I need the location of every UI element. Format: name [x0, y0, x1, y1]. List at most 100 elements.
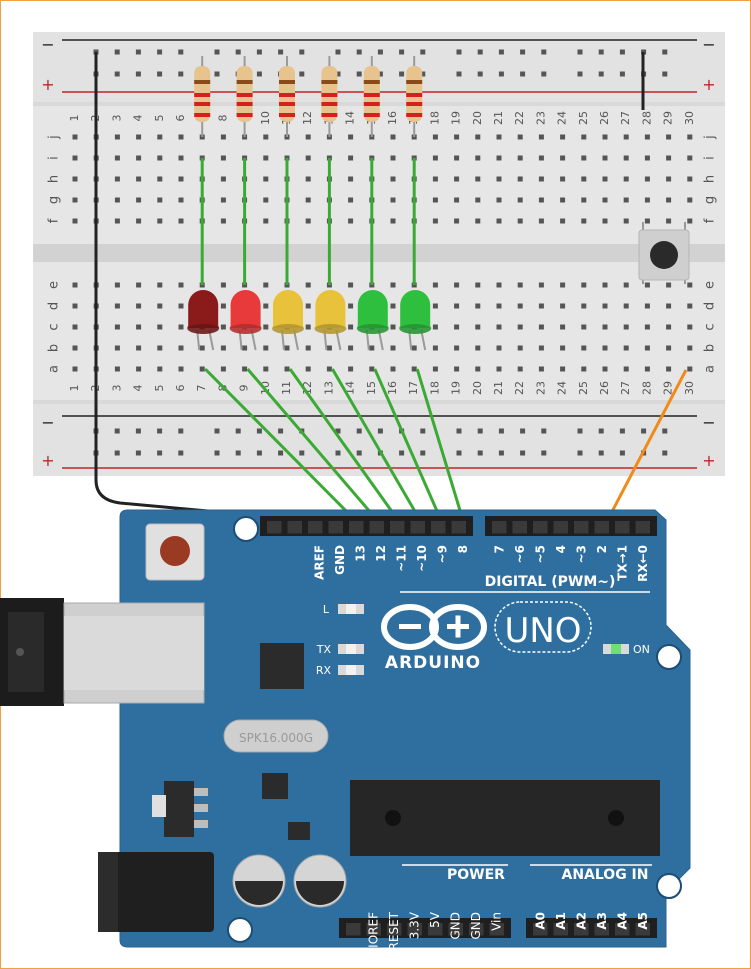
breadboard-hole[interactable] [475, 345, 481, 351]
breadboard-hole[interactable] [157, 324, 163, 330]
header-pin[interactable] [349, 521, 364, 534]
breadboard-hole[interactable] [72, 303, 78, 309]
rail-hole[interactable] [278, 428, 284, 434]
breadboard-hole[interactable] [348, 134, 354, 140]
breadboard-hole[interactable] [560, 282, 566, 288]
breadboard-hole[interactable] [687, 303, 693, 309]
breadboard-hole[interactable] [496, 134, 502, 140]
breadboard-hole[interactable] [114, 366, 120, 372]
header-pin[interactable] [428, 923, 443, 936]
breadboard-hole[interactable] [390, 176, 396, 182]
breadboard-hole[interactable] [390, 155, 396, 161]
breadboard-hole[interactable] [623, 155, 629, 161]
breadboard-hole[interactable] [475, 197, 481, 203]
rail-hole[interactable] [520, 428, 526, 434]
breadboard-hole[interactable] [220, 197, 226, 203]
breadboard-hole[interactable] [114, 345, 120, 351]
breadboard-hole[interactable] [263, 218, 269, 224]
breadboard-hole[interactable] [263, 303, 269, 309]
breadboard-hole[interactable] [305, 366, 311, 372]
header-pin[interactable] [635, 923, 651, 936]
breadboard-hole[interactable] [560, 134, 566, 140]
breadboard-hole[interactable] [644, 366, 650, 372]
breadboard-hole[interactable] [348, 324, 354, 330]
breadboard-hole[interactable] [263, 197, 269, 203]
rail-hole[interactable] [420, 71, 426, 77]
breadboard-hole[interactable] [538, 155, 544, 161]
breadboard-hole[interactable] [560, 197, 566, 203]
breadboard-hole[interactable] [72, 197, 78, 203]
rail-hole[interactable] [541, 450, 547, 456]
breadboard-hole[interactable] [305, 282, 311, 288]
rail-hole[interactable] [256, 450, 262, 456]
breadboard-hole[interactable] [581, 218, 587, 224]
rail-hole[interactable] [598, 428, 604, 434]
breadboard-hole[interactable] [136, 282, 142, 288]
breadboard-hole[interactable] [454, 176, 460, 182]
breadboard-hole[interactable] [623, 197, 629, 203]
breadboard-hole[interactable] [305, 345, 311, 351]
breadboard-hole[interactable] [72, 176, 78, 182]
rail-hole[interactable] [477, 49, 483, 55]
breadboard-hole[interactable] [623, 324, 629, 330]
breadboard-hole[interactable] [178, 303, 184, 309]
breadboard-hole[interactable] [666, 282, 672, 288]
breadboard-hole[interactable] [220, 134, 226, 140]
led-red[interactable] [229, 290, 262, 351]
signal-wire[interactable] [415, 368, 467, 528]
breadboard-hole[interactable] [157, 303, 163, 309]
header-pin[interactable] [635, 521, 651, 534]
breadboard-hole[interactable] [560, 324, 566, 330]
rail-hole[interactable] [356, 71, 362, 77]
breadboard-hole[interactable] [178, 155, 184, 161]
breadboard-hole[interactable] [220, 303, 226, 309]
breadboard-hole[interactable] [496, 366, 502, 372]
breadboard-hole[interactable] [178, 218, 184, 224]
breadboard-hole[interactable] [263, 134, 269, 140]
breadboard-hole[interactable] [432, 345, 438, 351]
breadboard-hole[interactable] [517, 303, 523, 309]
rail-hole[interactable] [498, 49, 504, 55]
breadboard-hole[interactable] [581, 197, 587, 203]
header-pin[interactable] [431, 521, 446, 534]
header-pin[interactable] [615, 521, 630, 534]
header-pin[interactable] [489, 923, 505, 936]
header-pin[interactable] [448, 923, 464, 936]
breadboard-hole[interactable] [581, 345, 587, 351]
header-pin[interactable] [410, 521, 426, 534]
resistor[interactable] [194, 56, 211, 137]
rail-hole[interactable] [662, 450, 668, 456]
rail-hole[interactable] [214, 49, 220, 55]
breadboard-hole[interactable] [305, 155, 311, 161]
breadboard-hole[interactable] [538, 176, 544, 182]
rail-hole[interactable] [299, 49, 305, 55]
breadboard-hole[interactable] [178, 324, 184, 330]
breadboard-hole[interactable] [687, 345, 693, 351]
breadboard-hole[interactable] [538, 303, 544, 309]
breadboard-hole[interactable] [623, 134, 629, 140]
rail-hole[interactable] [619, 428, 625, 434]
breadboard-hole[interactable] [242, 345, 248, 351]
rail-hole[interactable] [541, 428, 547, 434]
rail-hole[interactable] [577, 71, 583, 77]
rail-hole[interactable] [662, 49, 668, 55]
breadboard-hole[interactable] [538, 218, 544, 224]
breadboard-hole[interactable] [136, 155, 142, 161]
breadboard-hole[interactable] [72, 282, 78, 288]
breadboard-hole[interactable] [687, 218, 693, 224]
header-pin[interactable] [492, 521, 507, 534]
rail-hole[interactable] [278, 450, 284, 456]
breadboard-hole[interactable] [623, 303, 629, 309]
breadboard-hole[interactable] [114, 197, 120, 203]
header-pin[interactable] [533, 521, 548, 534]
breadboard-hole[interactable] [517, 197, 523, 203]
rail-hole[interactable] [477, 428, 483, 434]
breadboard-hole[interactable] [560, 176, 566, 182]
breadboard-hole[interactable] [581, 282, 587, 288]
breadboard-hole[interactable] [220, 176, 226, 182]
rail-hole[interactable] [598, 450, 604, 456]
breadboard-hole[interactable] [517, 324, 523, 330]
rail-hole[interactable] [214, 450, 220, 456]
led-green-2[interactable] [399, 290, 432, 351]
breadboard-hole[interactable] [475, 176, 481, 182]
